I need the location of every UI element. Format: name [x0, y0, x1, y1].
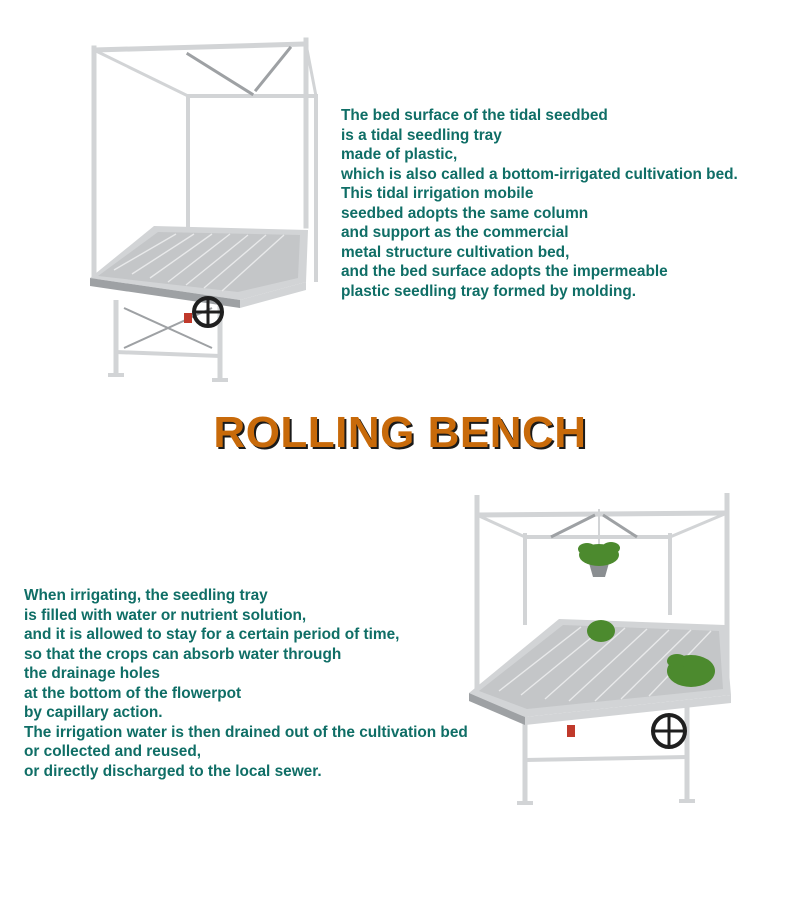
- text-line: and it is allowed to stay for a certain …: [24, 626, 400, 643]
- rolling-bench-with-plants-icon: [469, 493, 731, 805]
- text-line: The irrigation water is then drained out…: [24, 723, 468, 741]
- top-description: The bed surface of the tidal seedbed is a…: [341, 106, 738, 301]
- text-line: or directly discharged to the local sewe…: [24, 762, 322, 780]
- text-line: is a tidal seedling tray: [341, 126, 502, 144]
- text-line: This tidal irrigation mobile: [341, 185, 534, 202]
- text-line: so that the crops can absorb water throu…: [24, 645, 342, 663]
- text-line: and the bed surface adopts the impermeab…: [341, 263, 668, 280]
- text-line: which is also called a bottom-irrigated …: [341, 165, 738, 183]
- bottom-description: When irrigating, the seedling tray is fil…: [24, 586, 468, 781]
- page-title: ROLLING BENCH: [213, 408, 587, 457]
- text-line: or collected and reused,: [24, 743, 202, 760]
- text-line: is filled with water or nutrient solutio…: [24, 606, 307, 624]
- text-line: When irrigating, the seedling tray: [24, 587, 268, 604]
- text-line: seedbed adopts the same column: [341, 204, 589, 222]
- text-line: at the bottom of the flowerpot: [24, 684, 242, 702]
- text-line: made of plastic,: [341, 146, 458, 163]
- text-line: metal structure cultivation bed,: [341, 243, 570, 261]
- text-line: plastic seedling tray formed by molding.: [341, 282, 637, 300]
- rolling-bench-frame-icon: [90, 37, 318, 382]
- text-line: and support as the commercial: [341, 224, 569, 241]
- text-line: by capillary action.: [24, 704, 163, 721]
- text-line: the drainage holes: [24, 665, 160, 682]
- text-line: The bed surface of the tidal seedbed: [341, 107, 608, 124]
